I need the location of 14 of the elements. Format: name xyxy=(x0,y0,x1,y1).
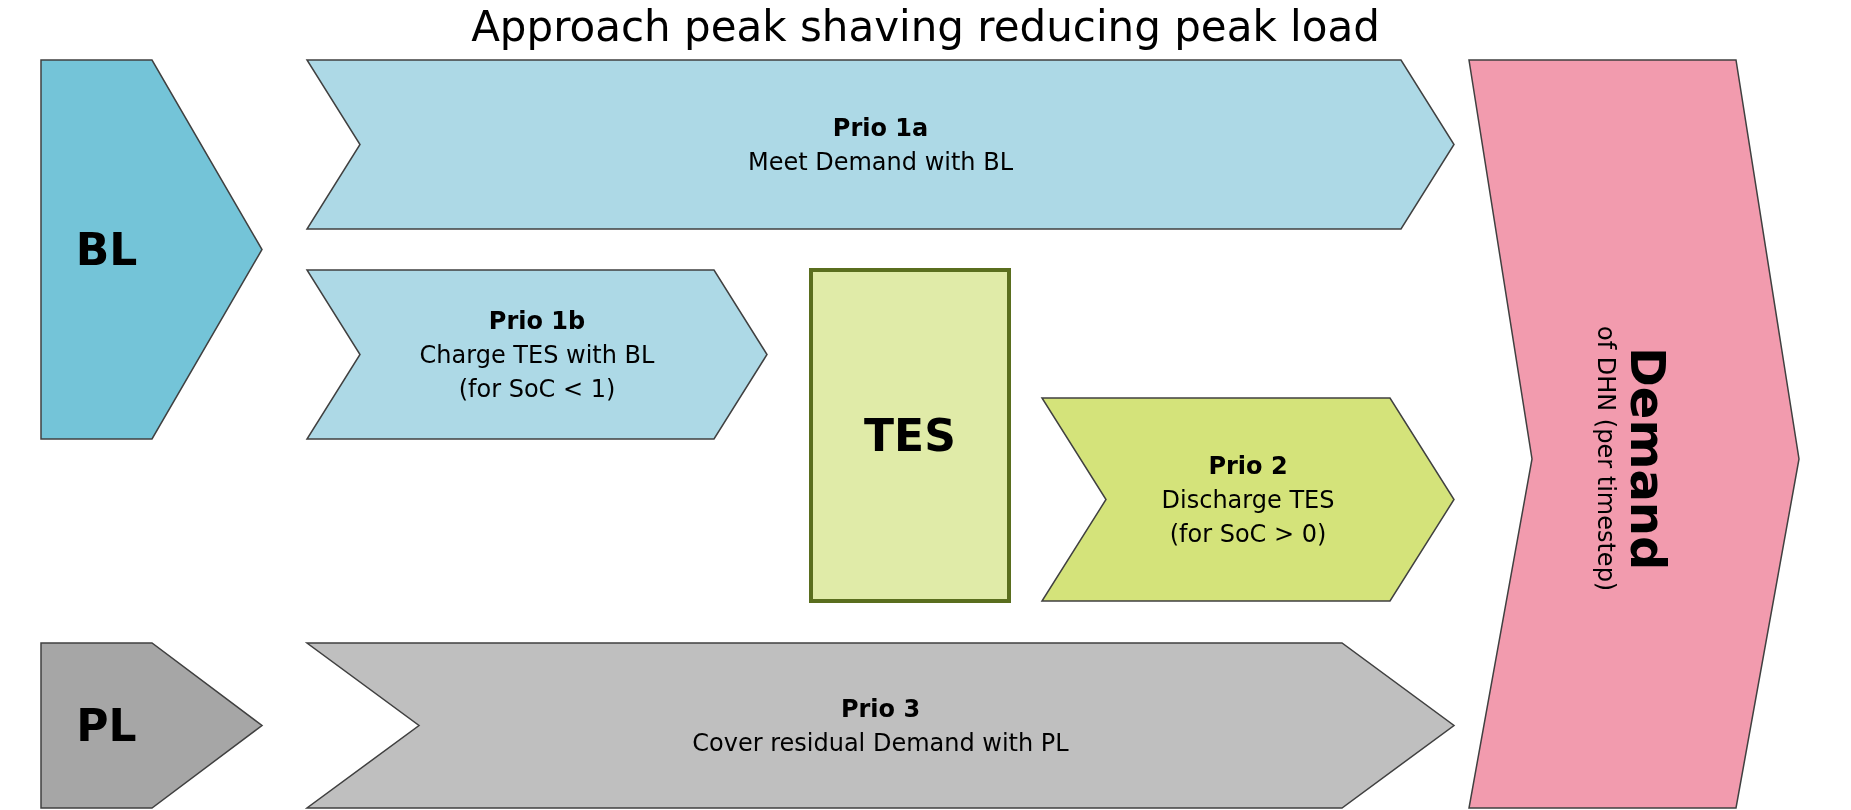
node-label: BL xyxy=(75,224,138,275)
node-description: Discharge TES (for SoC > 0) xyxy=(1160,484,1336,550)
node-heading: Prio 1a xyxy=(832,112,929,144)
node-heading: Prio 1b xyxy=(488,305,586,337)
node-heading: Prio 3 xyxy=(840,693,921,725)
node-heading: Demand xyxy=(1620,347,1676,571)
node-description: Cover residual Demand with PL xyxy=(692,727,1069,759)
diagram-title: Approach peak shaving reducing peak load xyxy=(470,2,1381,51)
node-description: Charge TES with BL (for SoC < 1) xyxy=(418,339,656,405)
node-description: Meet Demand with BL xyxy=(747,146,1014,178)
node-subtitle: of DHN (per timestep) xyxy=(1592,326,1620,592)
node-heading: Prio 2 xyxy=(1208,450,1288,482)
node-label: TES xyxy=(864,410,956,461)
node-label: PL xyxy=(76,700,137,751)
